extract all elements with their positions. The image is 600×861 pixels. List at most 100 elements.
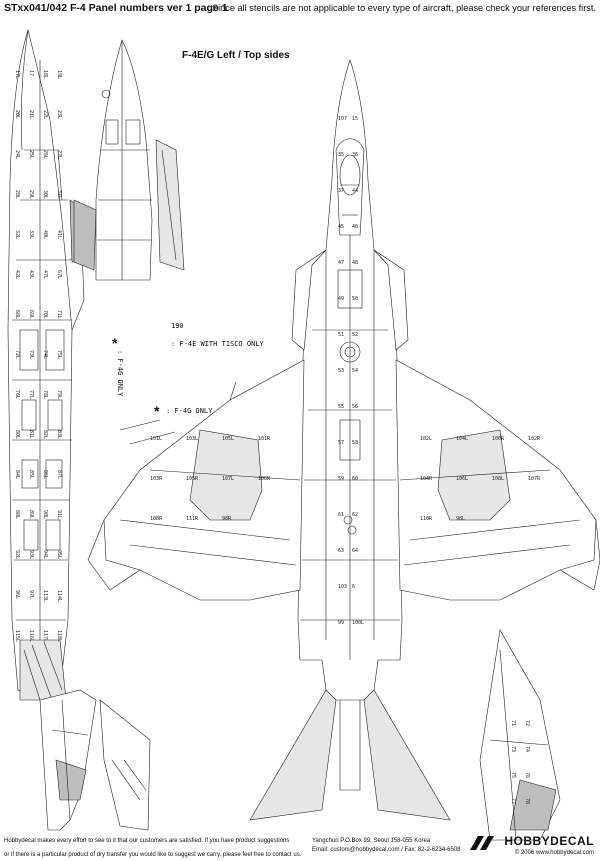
- top-view-panel-label: 45: [338, 224, 344, 230]
- top-view-panel-label: 111R: [186, 516, 199, 522]
- top-view-panel-label: 98L: [456, 516, 465, 522]
- top-view-panel-label: 51: [338, 332, 344, 338]
- top-view-panel-label: 101L: [150, 436, 162, 442]
- top-view-panel-label: 53: [338, 368, 344, 374]
- side-view-panel-label: 114L: [56, 590, 62, 602]
- side-view-panel-label: 31L: [56, 190, 62, 199]
- side-view-panel-label: 86L: [42, 470, 48, 479]
- side-view-panel-label: 18L: [42, 70, 48, 79]
- tail-view-panel-label: 74: [524, 746, 530, 752]
- side-view-panel-label: 79L: [56, 390, 62, 399]
- side-view-panel-label: 115L: [14, 630, 20, 642]
- top-view-panel-label: 63: [338, 548, 344, 554]
- side-view-panel-label: 78L: [42, 390, 48, 399]
- callout-leaders: [119, 381, 237, 445]
- side-view-panel-label: 113L: [42, 590, 48, 602]
- side-view-panel-label: 116L: [28, 630, 34, 642]
- footer-address: Yangchun P.O.Box 99, Seoul 158-055 Korea: [312, 838, 431, 844]
- side-view-panel-label: 81L: [28, 430, 34, 439]
- callout-number: 190: [171, 322, 184, 330]
- top-view-panel-label: 99: [338, 620, 344, 626]
- side-view-panel-label: 97L: [28, 590, 34, 599]
- top-view-panel-label: 98R: [222, 516, 232, 522]
- side-view-panel-label: 91L: [56, 510, 62, 519]
- footer-disclaimer-2: or if there is a particular product of d…: [4, 852, 302, 858]
- top-view-panel-label: 61: [338, 512, 344, 518]
- top-view-panel-label: 49: [338, 296, 344, 302]
- top-view-panel-label: 107L: [222, 476, 234, 482]
- side-view-panel-label: 41L: [56, 230, 62, 239]
- tail-view-panel-label: 76: [524, 772, 530, 778]
- view-title: F-4E/G Left / Top sides: [182, 50, 290, 61]
- top-view-panel-label: 60: [352, 476, 358, 482]
- side-view-panel-label: 95L: [56, 550, 62, 559]
- top-view-panel-label: 36: [352, 152, 358, 158]
- top-view-panel-label: 103L: [186, 436, 198, 442]
- side-view-panel-label: 90L: [42, 510, 48, 519]
- side-view-panel-label: 28L: [14, 190, 20, 199]
- t1sco-note: : F-4E WITH T1SCO ONLY: [171, 340, 264, 348]
- top-view-panel-label: 108L: [492, 476, 504, 482]
- side-view-panel-label: 96L: [14, 590, 20, 599]
- top-view-panel-label: 58: [352, 440, 358, 446]
- top-view-panel-label: 48: [352, 260, 358, 266]
- top-view-panel-label: 100R: [492, 436, 505, 442]
- top-view-panel-label: 62: [352, 512, 358, 518]
- side-view-panel-label: 83L: [56, 430, 62, 439]
- tail-view-panel-label: 77: [510, 798, 516, 804]
- side-view-nose: [73, 39, 185, 281]
- top-view-panel-label: 57: [338, 440, 344, 446]
- top-view-panel-label: 50: [352, 296, 358, 302]
- side-view-panel-label: 89L: [28, 510, 34, 519]
- top-view-panel-label: 56: [352, 404, 358, 410]
- top-view-panel-label: 104R: [420, 476, 433, 482]
- top-view-panel-label: 100L: [352, 620, 364, 626]
- tail-detail-view: [479, 629, 561, 841]
- side-view-panel-label: 33L: [28, 230, 34, 239]
- hobbydecal-logo-icon: [470, 836, 494, 850]
- top-view-panel-label: 47: [338, 260, 344, 266]
- side-view-panel-label: 84L: [14, 470, 20, 479]
- top-view-panel-label: 105L: [222, 436, 234, 442]
- side-view-panel-label: 23L: [56, 110, 62, 119]
- top-view-panel-label: 54: [352, 368, 358, 374]
- side-view-panel-label: 20L: [14, 110, 20, 119]
- copyright: © 2006 www.hobbydecal.com: [514, 850, 594, 856]
- tail-view-panel-label: 71: [510, 720, 516, 726]
- side-view-panel-label: 117L: [42, 630, 48, 642]
- top-view-panel-label: 64: [352, 548, 358, 554]
- top-view-panel-label: 52: [352, 332, 358, 338]
- side-view-panel-label: 80L: [14, 430, 20, 439]
- side-view-panel-label: 94L: [42, 550, 48, 559]
- side-view-panel-label: 69L: [28, 310, 34, 319]
- footer-contact: Email: custom@hobbydecal.com / Fax: 82-2…: [312, 847, 461, 853]
- side-view-panel-label: 68L: [14, 310, 20, 319]
- top-view-panel-label: 55: [338, 404, 344, 410]
- tail-view-panel-label: 73: [510, 746, 516, 752]
- top-view-aircraft: [87, 59, 600, 821]
- side-view-panel-label: 72L: [14, 350, 20, 359]
- tail-view-panel-label: 75: [510, 772, 516, 778]
- tail-view-panel-label: 78: [524, 798, 530, 804]
- side-view-panel-label: 67L: [56, 270, 62, 279]
- side-view-panel-label: 19L: [56, 70, 62, 79]
- side-view-panel-label: 75L: [56, 350, 62, 359]
- side-view-panel-label: 22L: [42, 110, 48, 119]
- top-view-panel-label: 103: [338, 584, 347, 590]
- top-view-panel-label: 102R: [528, 436, 541, 442]
- side-view-panel-label: 74L: [42, 350, 48, 359]
- top-view-panel-label: 106R: [258, 476, 271, 482]
- top-view-panel-label: 106L: [456, 476, 468, 482]
- reference-notice: Since all stencils are not applicable to…: [211, 3, 596, 13]
- f4g-note: : F-4G ONLY: [166, 407, 213, 415]
- f4g-star-glyph: *: [154, 403, 160, 419]
- side-view-panel-label: 43L: [28, 270, 34, 279]
- side-view-panel-label: 26L: [42, 150, 48, 159]
- top-view-panel-label: 107R: [528, 476, 541, 482]
- side-view-panel-label: 17: [28, 70, 34, 76]
- f4g-star-glyph-side: *: [112, 335, 118, 351]
- side-view-panel-label: 21L: [28, 110, 34, 119]
- side-view-panel-label: 82L: [42, 430, 48, 439]
